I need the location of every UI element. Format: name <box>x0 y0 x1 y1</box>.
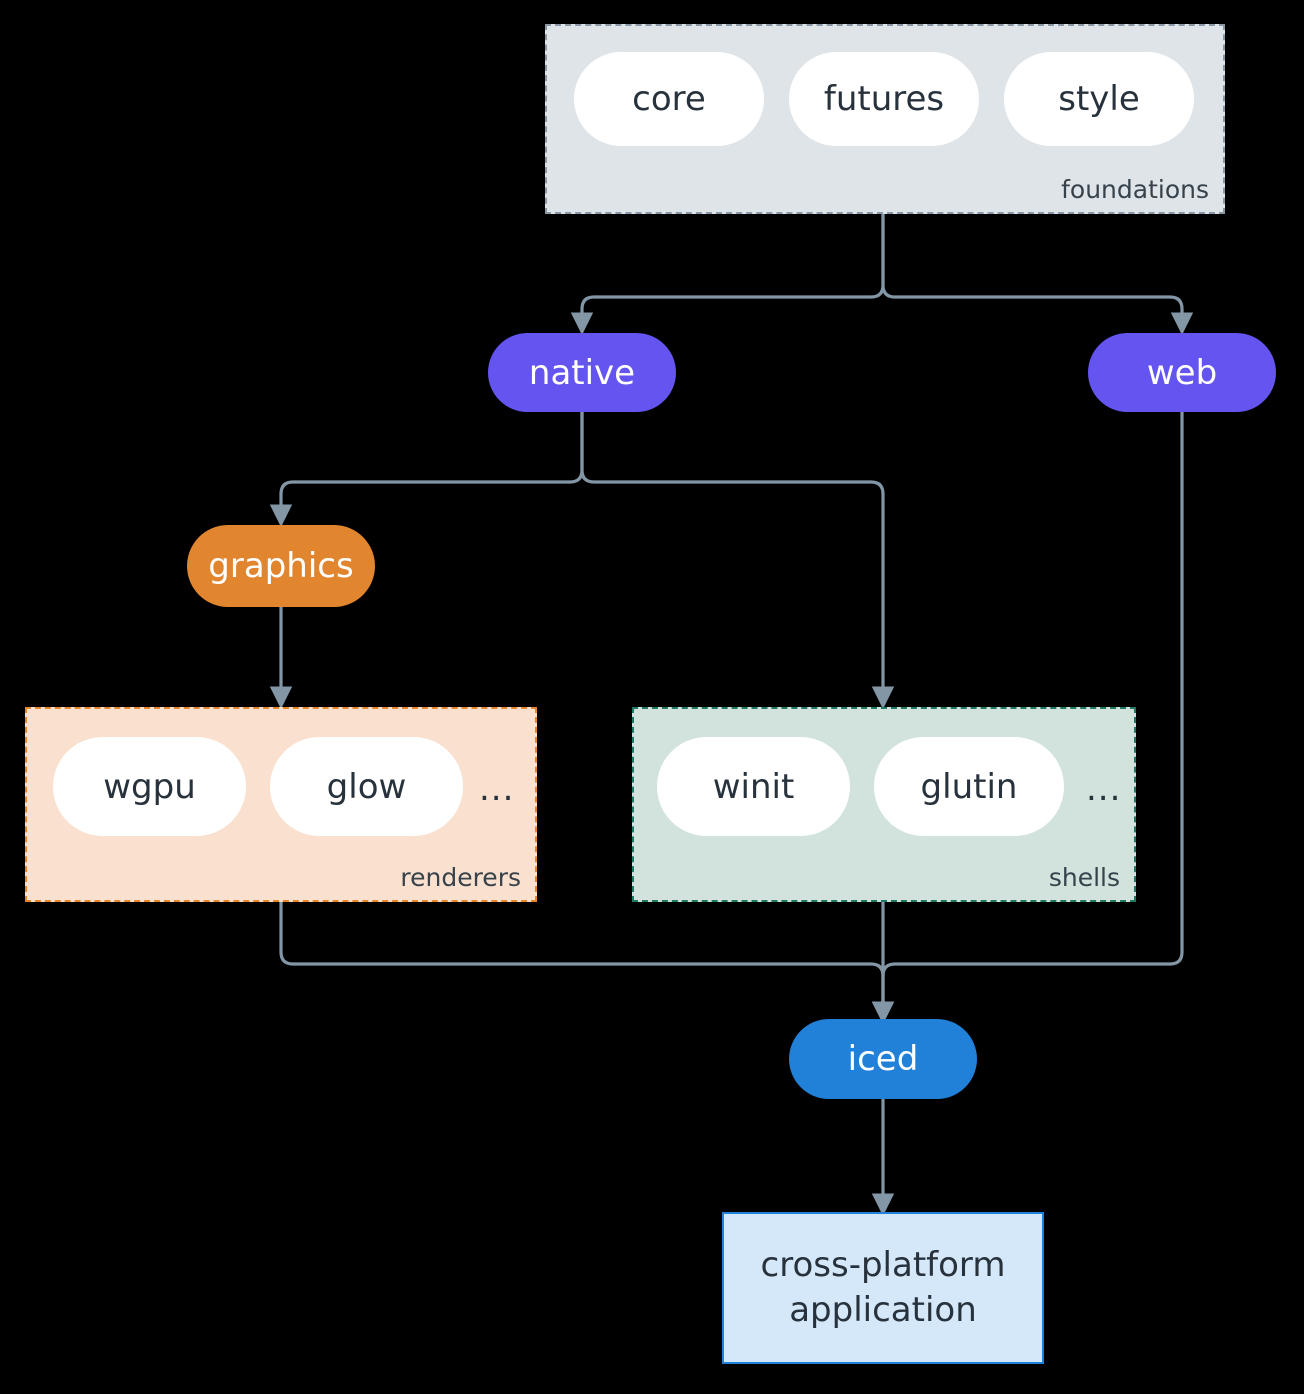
renderers-more-ellipsis: ... <box>479 769 515 809</box>
edge-native-shells <box>580 410 895 709</box>
group-foundations: core futures style foundations <box>545 24 1225 214</box>
group-label-foundations: foundations <box>1061 175 1209 204</box>
group-label-shells: shells <box>1048 863 1120 892</box>
pill-core-label: core <box>632 79 706 119</box>
edge-native-graphics <box>269 410 584 527</box>
node-iced[interactable]: iced <box>789 1019 977 1099</box>
node-web-label: web <box>1146 352 1218 393</box>
node-native[interactable]: native <box>488 333 676 412</box>
pill-core[interactable]: core <box>574 52 764 146</box>
application-text-wrapper: cross-platform application <box>761 1243 1006 1333</box>
shells-more-ellipsis: ... <box>1086 769 1122 809</box>
edge-renderers-iced <box>279 900 895 1024</box>
pill-glutin[interactable]: glutin <box>874 737 1064 836</box>
pill-winit[interactable]: winit <box>657 737 850 836</box>
application-line-1: cross-platform <box>760 1245 1006 1286</box>
group-shells: winit glutin ... shells <box>632 707 1136 902</box>
pill-futures-label: futures <box>823 79 945 119</box>
pill-winit-label: winit <box>712 766 795 807</box>
group-label-renderers: renderers <box>400 863 521 892</box>
edge-foundations-web <box>881 212 1194 335</box>
node-iced-label: iced <box>847 1039 919 1079</box>
pill-wgpu[interactable]: wgpu <box>53 737 246 836</box>
application-line-2: application <box>789 1290 977 1330</box>
node-native-label: native <box>528 352 636 393</box>
node-application[interactable]: cross-platform application <box>722 1212 1044 1364</box>
pill-glow-label: glow <box>326 766 407 807</box>
pill-futures[interactable]: futures <box>789 52 979 146</box>
node-web[interactable]: web <box>1088 333 1276 412</box>
pill-style-label: style <box>1058 79 1140 119</box>
group-renderers: wgpu glow ... renderers <box>25 707 537 902</box>
node-graphics-label: graphics <box>208 546 354 586</box>
edge-foundations-native <box>570 212 885 335</box>
pill-glow[interactable]: glow <box>270 737 463 836</box>
pill-glutin-label: glutin <box>920 766 1018 807</box>
node-graphics[interactable]: graphics <box>187 525 375 607</box>
pill-wgpu-label: wgpu <box>103 766 196 807</box>
pill-style[interactable]: style <box>1004 52 1194 146</box>
